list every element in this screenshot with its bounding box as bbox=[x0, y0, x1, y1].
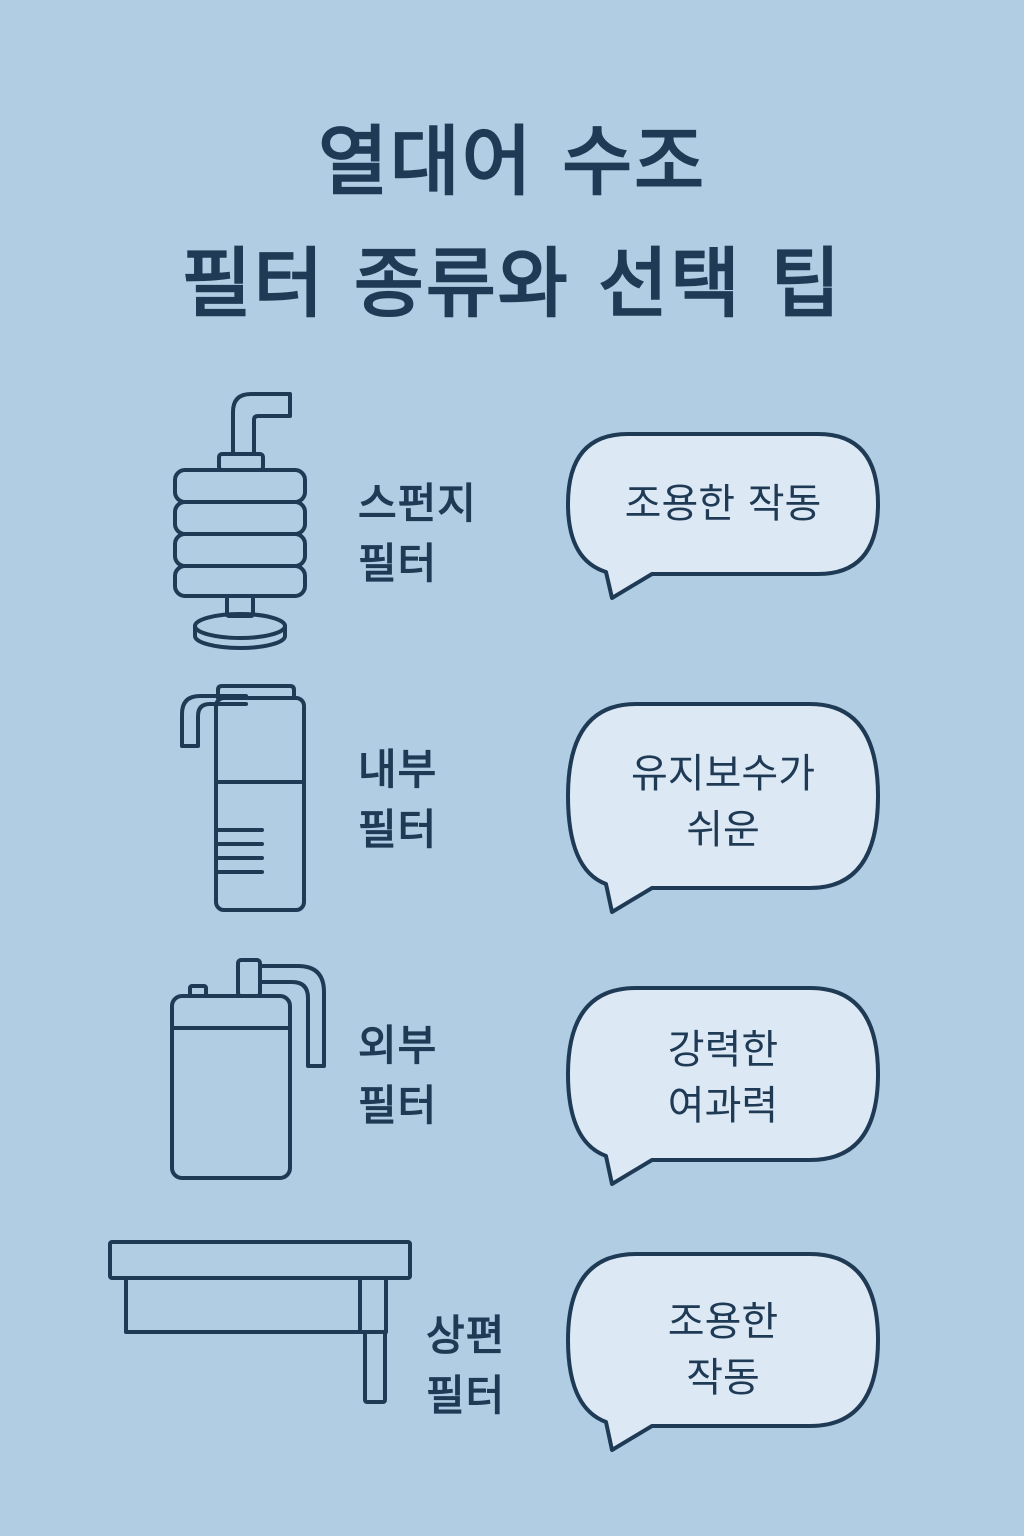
filter-name-external: 외부 필터 bbox=[358, 1021, 438, 1130]
tip-text-internal-2: 쉬운 bbox=[686, 807, 760, 853]
internal-filter-icon bbox=[178, 684, 308, 914]
filter-name-sponge: 스펀지 필터 bbox=[358, 479, 477, 588]
tip-bubble-overhead: 조용한 작동 bbox=[566, 1252, 880, 1454]
tip-bubble-internal: 유지보수가 쉬운 bbox=[566, 702, 880, 914]
overhead-filter-icon-graphic bbox=[106, 1238, 416, 1408]
tip-text-overhead-1: 조용한 bbox=[667, 1299, 779, 1345]
tip-bubble-external: 강력한 여과력 bbox=[566, 986, 880, 1188]
tip-bubble-sponge: 조용한 작동 bbox=[566, 432, 880, 602]
filter-name-internal: 내부 필터 bbox=[358, 745, 438, 854]
external-filter-icon bbox=[168, 956, 328, 1182]
tip-text-internal-1: 유지보수가 bbox=[631, 751, 815, 797]
tip-text-overhead-2: 작동 bbox=[686, 1355, 760, 1401]
tip-text-external-2: 여과력 bbox=[667, 1083, 779, 1129]
tip-text-external-1: 강력한 bbox=[667, 1027, 779, 1073]
sponge-filter-icon bbox=[160, 390, 310, 655]
page-title-line-2: 필터 종류와 선택 팁 bbox=[181, 239, 843, 328]
filter-name-overhead: 상편 필터 bbox=[426, 1311, 506, 1420]
tip-text-sponge: 조용한 작동 bbox=[624, 481, 822, 527]
page-title-line-1: 열대어 수조 bbox=[317, 117, 707, 206]
